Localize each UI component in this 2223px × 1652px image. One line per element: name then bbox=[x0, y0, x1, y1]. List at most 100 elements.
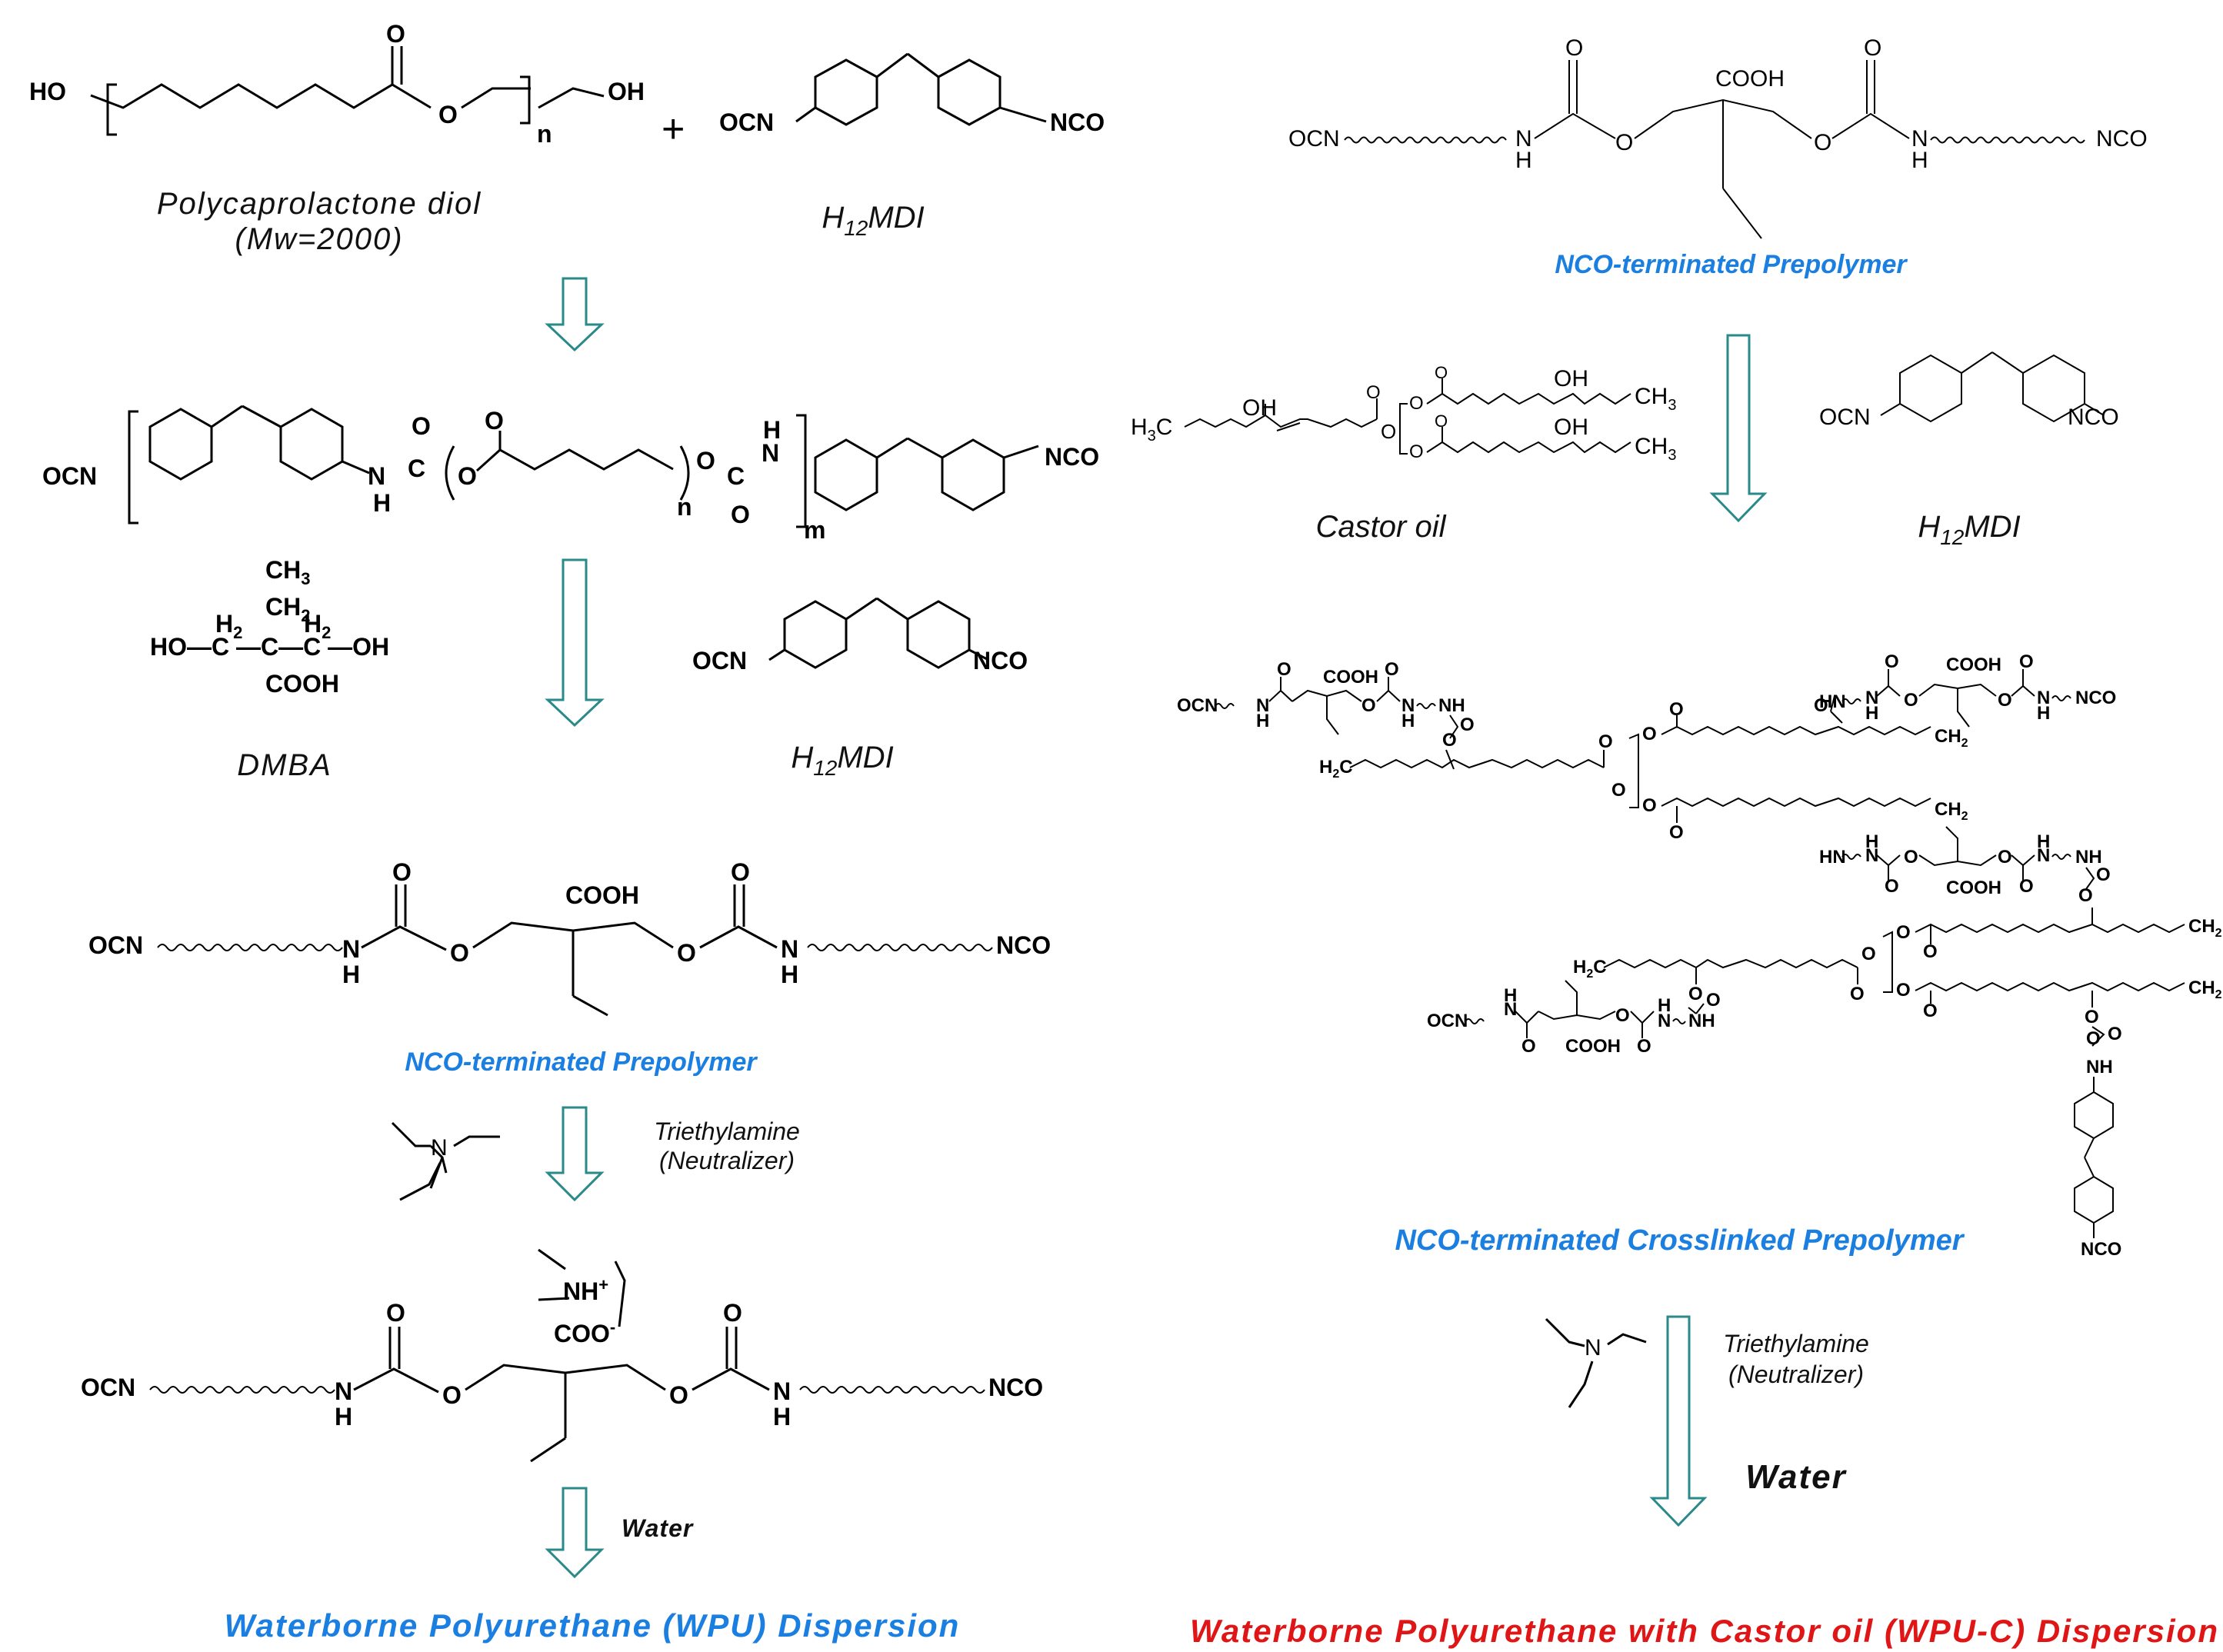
atom-n: N bbox=[431, 1135, 448, 1161]
atom-n: N bbox=[1515, 126, 1532, 152]
atom-h3c: H3C bbox=[1131, 415, 1172, 445]
title-wpu-dispersion: Waterborne Polyurethane (WPU) Dispersion bbox=[225, 1607, 961, 1644]
atom-nh: NH bbox=[2075, 847, 2102, 868]
title-wpuc-dispersion: Waterborne Polyurethane with Castor oil … bbox=[1190, 1613, 2219, 1649]
crosslinked-prepolymer-structure: OCN N H O COOH O O N H NH O O H2C O O O … bbox=[1177, 651, 2222, 1260]
atom-n: N bbox=[1911, 126, 1928, 152]
atom-ho: HO bbox=[29, 78, 66, 105]
atom-h: H bbox=[1256, 711, 1269, 731]
label-water-left: Water bbox=[622, 1514, 694, 1542]
atom-o: O bbox=[1642, 724, 1657, 744]
atom-o: O bbox=[1814, 695, 1828, 716]
atom-h: H bbox=[342, 961, 360, 988]
atom-n: N bbox=[1256, 695, 1269, 716]
atom-o: O bbox=[1861, 944, 1876, 964]
atom-nco: NCO bbox=[988, 1374, 1043, 1401]
label-triethylamine-right: Triethylamine bbox=[1723, 1330, 1869, 1357]
atom-o: O bbox=[1615, 130, 1633, 155]
atom-n: N bbox=[2037, 688, 2050, 708]
neutralized-prepolymer-structure: NH+ COO- OCN N H O O O O N H NCO bbox=[81, 1248, 1043, 1463]
atom-o: O bbox=[723, 1299, 742, 1327]
triethylamine-structure-left: N bbox=[391, 1121, 500, 1201]
atom-h: H bbox=[773, 1403, 791, 1431]
atom-o: O bbox=[1864, 35, 1881, 61]
atom-n: N bbox=[1658, 1011, 1671, 1031]
atom-n: N bbox=[368, 462, 385, 490]
atom-o: O bbox=[1565, 35, 1583, 61]
atom-o-ester: O bbox=[438, 101, 458, 128]
atom-o: O bbox=[1409, 393, 1424, 414]
arrow-down-4 bbox=[545, 1487, 605, 1579]
atom-nco: NCO bbox=[1045, 443, 1099, 471]
atom-o: O bbox=[1896, 980, 1911, 1001]
atom-nh: NH bbox=[2086, 1057, 2113, 1077]
atom-h: H bbox=[1515, 148, 1532, 173]
atom-nco: NCO bbox=[2075, 688, 2116, 708]
atom-nco: NCO bbox=[2068, 405, 2119, 430]
atom-o: O bbox=[1885, 876, 1899, 897]
atom-nco: NCO bbox=[2081, 1239, 2121, 1260]
label-dmba: DMBA bbox=[237, 748, 332, 782]
atom-nco: NCO bbox=[996, 931, 1051, 959]
atom-o: O bbox=[731, 858, 750, 886]
atom-o-carbonyl: O bbox=[386, 20, 405, 48]
atom-o: O bbox=[1688, 984, 1703, 1004]
intermediate-structure: OCN N H C O O O n O C O N H NCO m bbox=[42, 405, 1099, 544]
atom-n: N bbox=[781, 935, 798, 963]
atom-h: H bbox=[1865, 703, 1878, 724]
atom-c: C bbox=[727, 462, 745, 490]
atom-ocn: OCN bbox=[692, 647, 747, 674]
atom-ocn: OCN bbox=[42, 462, 97, 490]
atom-coo-minus: COO- bbox=[554, 1317, 615, 1347]
atom-ch2: CH2 bbox=[2188, 978, 2222, 1001]
atom-ch3: CH3 bbox=[1635, 434, 1676, 464]
atom-o: O bbox=[1277, 659, 1291, 680]
atom-cooh: COOH bbox=[265, 670, 339, 698]
atom-o: O bbox=[2019, 876, 2034, 897]
atom-oh: OH bbox=[1554, 366, 1588, 391]
atom-o: O bbox=[412, 412, 431, 440]
atom-o: O bbox=[2108, 1024, 2122, 1044]
atom-o: O bbox=[1923, 1001, 1938, 1021]
atom-ch3: CH3 bbox=[265, 556, 310, 588]
atom-cooh: COOH bbox=[1715, 66, 1785, 92]
subscript-n: n bbox=[677, 493, 692, 521]
atom-o: O bbox=[1385, 659, 1399, 680]
label-water-right: Water bbox=[1745, 1458, 1847, 1496]
atom-o: O bbox=[1442, 730, 1457, 751]
arrow-down-3 bbox=[545, 1106, 605, 1202]
atom-h: H bbox=[763, 416, 781, 444]
atom-h: H bbox=[1504, 985, 1517, 1006]
atom-o: O bbox=[485, 407, 504, 435]
h12mdi-structure-top: OCN NCO bbox=[719, 52, 1105, 136]
atom-ocn: OCN bbox=[88, 931, 143, 959]
atom-ch3: CH3 bbox=[1635, 384, 1676, 414]
atom-o: O bbox=[669, 1381, 688, 1409]
atom-n: N bbox=[762, 439, 779, 467]
atom-h: H bbox=[335, 1403, 352, 1431]
atom-h2c: H2C bbox=[1319, 757, 1353, 781]
atom-o: O bbox=[386, 1299, 405, 1327]
atom-o: O bbox=[2085, 1007, 2099, 1028]
atom-o: O bbox=[2078, 885, 2093, 906]
atom-h: H bbox=[2037, 703, 2050, 724]
atom-oh: OH bbox=[608, 78, 645, 105]
atom-n: N bbox=[1865, 688, 1878, 708]
atom-cooh: COOH bbox=[1323, 667, 1378, 688]
atom-o: O bbox=[1885, 651, 1899, 672]
atom-o: O bbox=[1850, 984, 1865, 1004]
label-h12mdi-2: H12MDI bbox=[791, 741, 893, 780]
label-neutralizer-left: (Neutralizer) bbox=[659, 1147, 795, 1174]
atom-n: N bbox=[1401, 695, 1415, 716]
atom-o: O bbox=[731, 501, 750, 528]
atom-ch2: CH2 bbox=[2188, 916, 2222, 940]
label-pcl-mw: (Mw=2000) bbox=[235, 222, 403, 256]
atom-n: N bbox=[1865, 845, 1878, 866]
atom-ocn: OCN bbox=[719, 108, 774, 136]
atom-h: H bbox=[1401, 711, 1415, 731]
atom-nh: NH bbox=[1438, 695, 1465, 716]
atom-hn: HN bbox=[1819, 847, 1846, 868]
atom-o: O bbox=[696, 447, 715, 475]
arrow-down-1 bbox=[545, 277, 605, 352]
atom-o: O bbox=[392, 858, 412, 886]
